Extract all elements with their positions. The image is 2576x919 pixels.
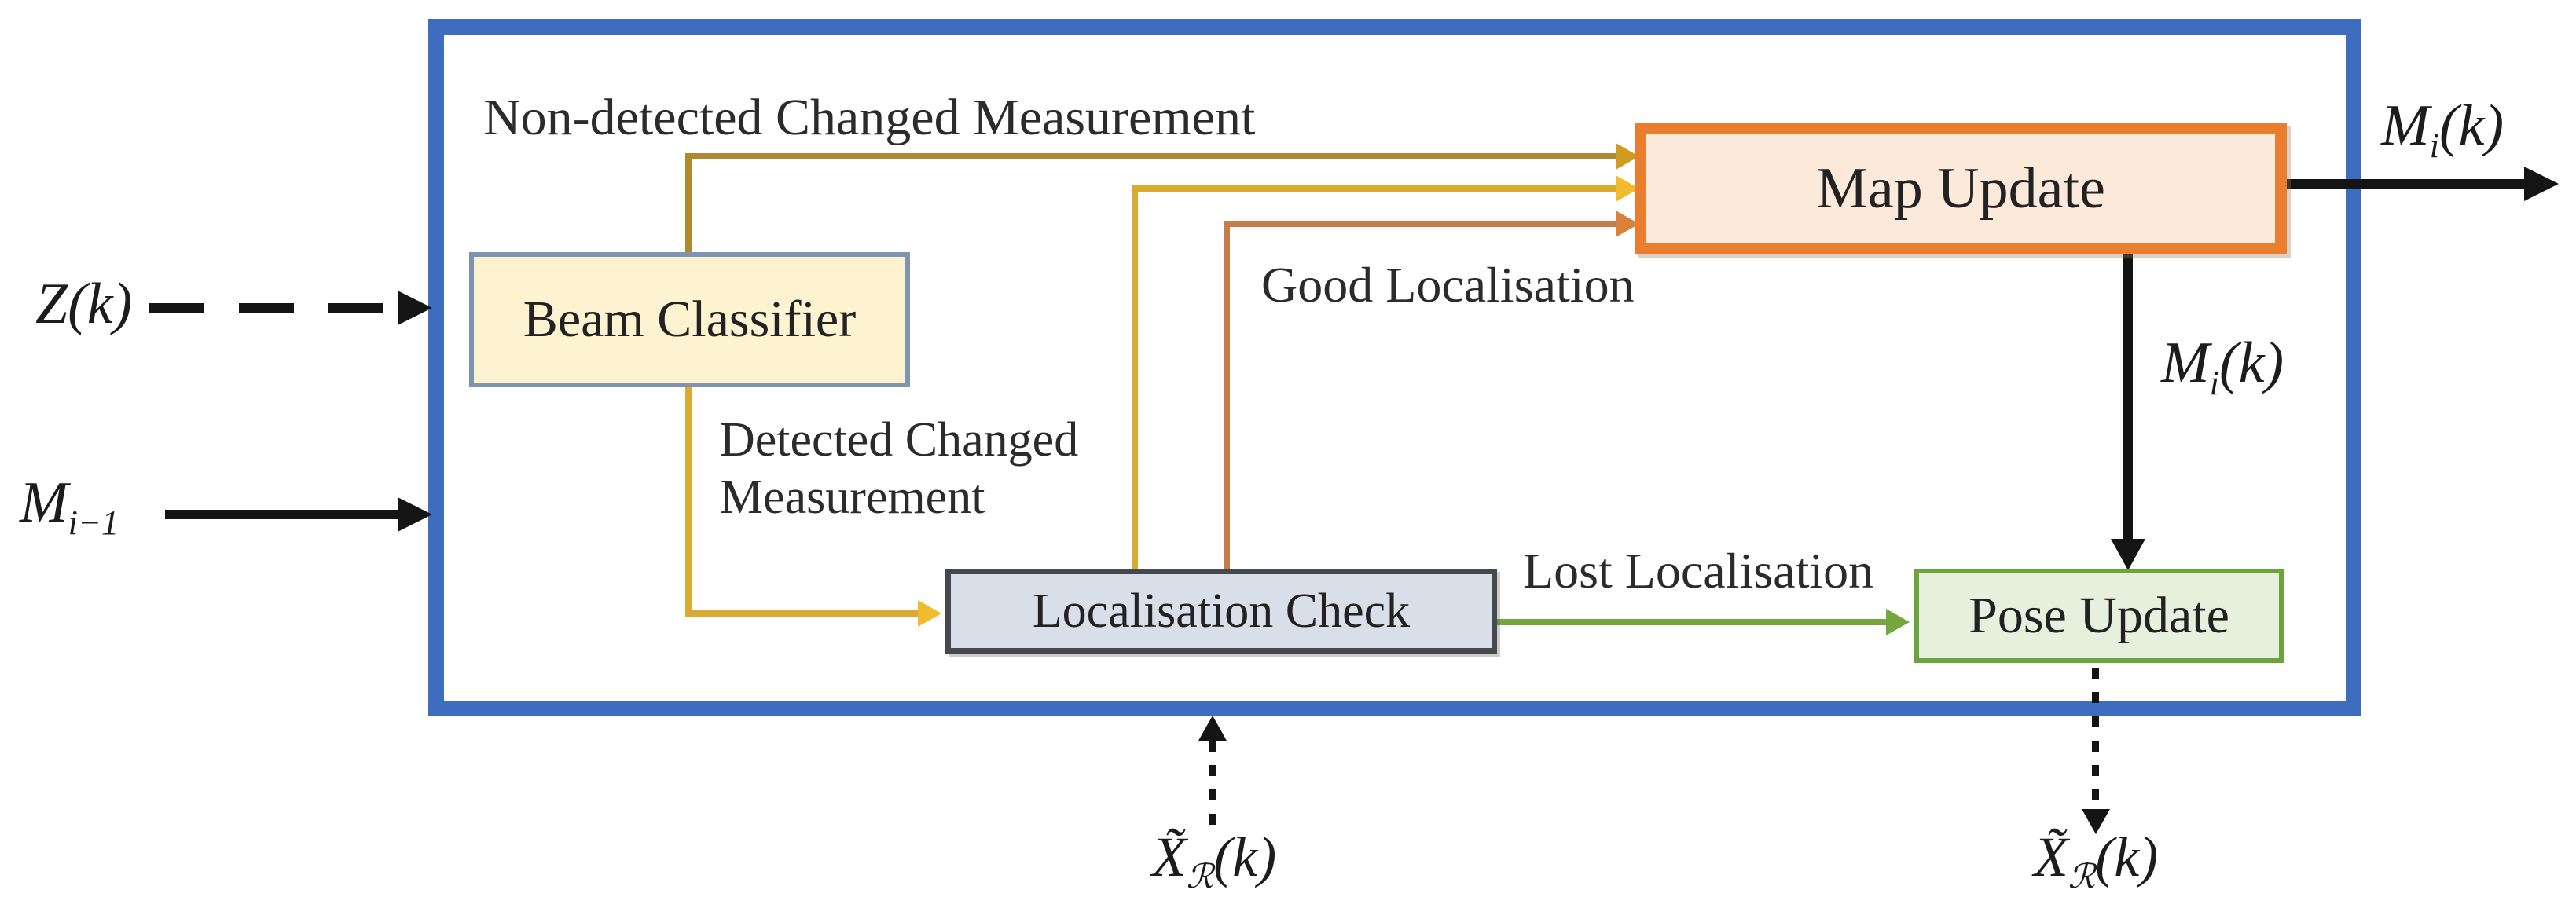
pose-update-label: Pose Update: [1969, 587, 2229, 644]
pose-estimate-input-label: X̃ℛ(k): [1151, 826, 1277, 896]
non-detected-path-vertical: [685, 156, 692, 252]
detected-label: Detected Changed Measurement: [720, 412, 1078, 526]
pose-estimate-output-label: X̃ℛ(k): [2033, 826, 2159, 896]
detected-path-vertical: [685, 387, 692, 613]
m-prev-input-label: Mi−1: [20, 470, 119, 542]
z-input-label: Z(k): [35, 272, 133, 336]
orange-path-horizontal: [1224, 221, 1616, 227]
orange-path-vertical: [1224, 224, 1230, 569]
pose-estimate-output-dotted-shaft: [2092, 668, 2099, 809]
map-update-box: Map Update: [1635, 123, 2287, 254]
map-output-label: Mi(k): [2381, 93, 2504, 165]
detected-label-line2: Measurement: [720, 470, 985, 525]
detected-label-line1: Detected Changed: [720, 413, 1079, 467]
lost-localisation-label: Lost Localisation: [1523, 543, 1874, 599]
map-output-arrowhead-icon: [2524, 167, 2559, 201]
lost-localisation-arrowhead-icon: [1886, 609, 1910, 635]
good-localisation-path-horizontal: [1132, 185, 1616, 192]
good-localisation-label: Good Localisation: [1261, 257, 1635, 313]
pose-estimate-input-dotted-shaft: [1209, 741, 1216, 829]
system-boundary-box: [428, 19, 2361, 716]
localisation-check-label: Localisation Check: [1032, 584, 1411, 638]
pose-estimate-input-arrowhead-icon: [1198, 716, 1227, 741]
map-update-label: Map Update: [1816, 156, 2105, 221]
measurement-input-arrowhead-icon: [398, 291, 432, 325]
non-detected-path-horizontal: [685, 153, 1616, 159]
beam-classifier-label: Beam Classifier: [523, 291, 857, 348]
map-to-pose-label: Mi(k): [2161, 331, 2284, 402]
detected-path-horizontal: [685, 610, 918, 617]
map-to-pose-arrow-shaft: [2123, 254, 2133, 539]
detected-arrowhead-icon: [918, 600, 941, 627]
map-prior-input-arrow-shaft: [165, 510, 398, 519]
pose-estimate-output-arrowhead-icon: [2082, 809, 2110, 834]
map-to-pose-arrowhead-icon: [2111, 539, 2145, 570]
map-output-arrow-shaft: [2287, 179, 2524, 189]
beam-classifier-box: Beam Classifier: [469, 252, 910, 387]
pose-update-box: Pose Update: [1914, 569, 2284, 663]
map-prior-input-arrowhead-icon: [398, 497, 432, 532]
lost-localisation-path: [1497, 619, 1886, 625]
good-localisation-path-vertical: [1132, 189, 1138, 569]
localisation-check-box: Localisation Check: [945, 569, 1497, 654]
measurement-input-dashed-shaft: [149, 303, 398, 313]
non-detected-label: Non-detected Changed Measurement: [483, 89, 1256, 146]
